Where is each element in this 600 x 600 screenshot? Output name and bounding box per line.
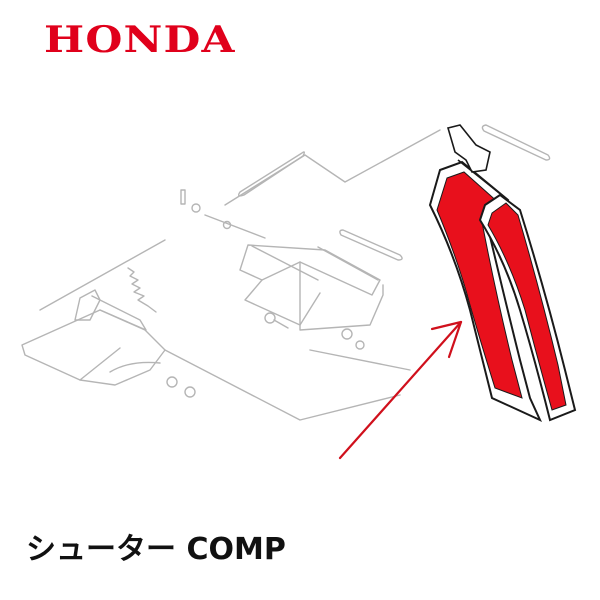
chute-part-icon <box>428 124 577 423</box>
honda-logo: HONDA <box>44 19 236 61</box>
pointer-arrow-icon <box>338 320 463 460</box>
background-parts <box>21 124 551 421</box>
product-title: シューター COMP <box>26 532 286 567</box>
